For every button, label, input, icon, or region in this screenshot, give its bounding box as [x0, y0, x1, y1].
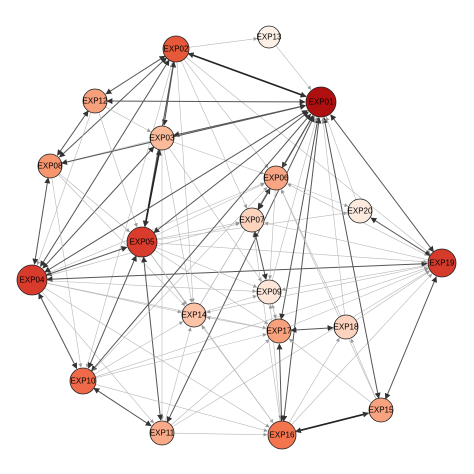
edge-exp04-exp17: [46, 282, 267, 330]
edge-exp16-exp15: [294, 411, 369, 434]
node-circle[interactable]: [347, 198, 373, 224]
edge-exp19-exp20: [370, 217, 431, 256]
edge-exp11-exp17: [170, 339, 270, 426]
edge-exp03-exp05: [143, 149, 162, 227]
node-circle[interactable]: [333, 314, 359, 340]
node-circle[interactable]: [37, 153, 63, 179]
edge-exp11-exp16: [173, 432, 268, 437]
node-exp14[interactable]: EXP14: [181, 302, 207, 328]
node-exp01[interactable]: EXP01: [305, 86, 337, 118]
node-exp07[interactable]: EXP07: [239, 207, 265, 233]
node-exp06[interactable]: EXP06: [263, 165, 289, 191]
edge-exp19-exp07: [264, 221, 429, 261]
edge-exp02-exp12: [105, 55, 166, 95]
edge-exp12-exp03: [105, 106, 151, 132]
edge-exp05-exp10: [87, 255, 137, 369]
node-exp12[interactable]: EXP12: [82, 88, 108, 114]
edge-exp02-exp01: [187, 52, 307, 98]
node-circle[interactable]: [427, 248, 457, 278]
edge-exp12-exp05: [98, 112, 138, 228]
edge-exp08-exp10: [51, 177, 83, 368]
edge-exp05-exp07: [156, 221, 240, 240]
node-exp04[interactable]: EXP04: [16, 264, 48, 296]
node-circle[interactable]: [239, 207, 265, 233]
node-circle[interactable]: [263, 165, 289, 191]
edge-exp10-exp14: [94, 321, 184, 375]
edge-exp07-exp09: [253, 231, 268, 280]
node-circle[interactable]: [162, 35, 190, 63]
edge-exp11-exp14: [164, 327, 192, 422]
edge-exp20-exp01: [325, 116, 357, 200]
node-circle[interactable]: [82, 88, 108, 114]
node-circle[interactable]: [256, 279, 282, 305]
node-circle[interactable]: [368, 397, 394, 423]
edge-exp17-exp19: [289, 268, 429, 327]
edge-exp19-exp14: [206, 265, 429, 314]
node-circle[interactable]: [16, 264, 48, 296]
edge-exp16-exp14: [201, 325, 274, 424]
node-exp19[interactable]: EXP19: [427, 248, 457, 278]
node-circle[interactable]: [266, 318, 292, 344]
edge-exp17-exp18: [290, 325, 334, 333]
edge-exp16-exp17: [276, 343, 285, 422]
edge-exp19-exp09: [281, 265, 429, 292]
edge-exp04-exp11: [41, 291, 154, 424]
edge-exp12-exp01: [106, 98, 306, 105]
edge-exp09-exp01: [271, 117, 318, 281]
edge-exp04-exp10: [38, 292, 78, 370]
edge-exp13-exp01: [275, 45, 312, 90]
node-exp20[interactable]: EXP20: [347, 198, 373, 224]
edge-exp02-exp19: [185, 56, 431, 254]
edge-exp02-exp06: [183, 59, 269, 169]
node-circle[interactable]: [181, 302, 207, 328]
node-exp09[interactable]: EXP09: [256, 279, 282, 305]
edge-exp18-exp06: [281, 189, 342, 317]
edge-exp10-exp11: [93, 387, 152, 427]
node-circle[interactable]: [257, 25, 281, 49]
edge-exp02-exp13: [188, 37, 258, 48]
node-circle[interactable]: [267, 420, 297, 450]
node-circle[interactable]: [126, 226, 158, 258]
node-exp17[interactable]: EXP17: [266, 318, 292, 344]
edge-exp08-exp05: [59, 173, 130, 233]
edge-exp07-exp01: [257, 115, 314, 211]
node-exp13[interactable]: EXP13: [257, 25, 282, 49]
edge-exp15-exp19: [384, 276, 437, 400]
node-circle[interactable]: [149, 420, 175, 446]
edge-exp18-exp19: [355, 271, 430, 321]
node-circle[interactable]: [305, 86, 337, 118]
node-circle[interactable]: [69, 367, 97, 395]
edge-exp05-exp11: [141, 256, 164, 421]
edge-exp17-exp14: [206, 316, 268, 330]
node-exp18[interactable]: EXP18: [333, 314, 359, 340]
node-exp15[interactable]: EXP15: [368, 397, 394, 423]
node-exp16[interactable]: EXP16: [267, 420, 297, 450]
node-exp02[interactable]: EXP02: [162, 35, 190, 63]
edge-exp15-exp18: [350, 338, 377, 400]
edge-exp09-exp17: [271, 303, 277, 319]
edge-exp08-exp14: [58, 174, 186, 306]
edge-exp08-exp04: [32, 177, 51, 265]
edge-exp12-exp04: [36, 112, 92, 266]
node-exp11[interactable]: EXP11: [149, 420, 175, 446]
node-exp08[interactable]: EXP08: [37, 153, 63, 179]
node-exp03[interactable]: EXP03: [149, 125, 175, 151]
node-exp05[interactable]: EXP05: [126, 226, 158, 258]
node-circle[interactable]: [149, 125, 175, 151]
edges: [32, 37, 437, 437]
edge-exp15-exp17: [288, 338, 372, 403]
edge-exp04-exp16: [44, 287, 270, 428]
node-exp10[interactable]: EXP10: [69, 367, 97, 395]
edge-exp14-exp09: [205, 294, 257, 312]
